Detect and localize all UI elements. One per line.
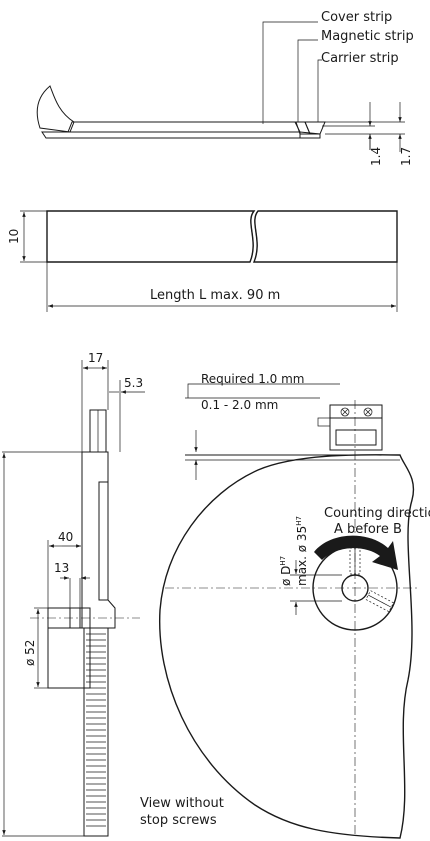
scale-teeth <box>86 633 106 827</box>
dim-17: 17 <box>88 351 103 365</box>
view-note-line-1: View without <box>140 796 224 811</box>
cover-strip-leader <box>262 21 318 124</box>
scale-ring <box>83 627 109 837</box>
carrier-strip-face <box>304 121 326 135</box>
magnet-wheel-face <box>158 454 415 839</box>
dia-max-label: max. ø 35H7 <box>295 516 309 586</box>
dim-52: ø 52 <box>23 640 37 666</box>
length-dim-label: Length L max. 90 m <box>150 288 280 303</box>
carrier-strip-label: Carrier strip <box>321 51 399 66</box>
dim-5-3: 5.3 <box>124 376 143 390</box>
thickness-dim-1-7: 1.7 <box>399 147 413 166</box>
strip-curl <box>36 85 75 133</box>
side-section-view: 17 5.3 40 13 ø 52 <box>2 351 145 837</box>
view-note-line-2: stop screws <box>140 813 217 828</box>
magnetic-strip-leader <box>297 39 318 122</box>
top-view-outline <box>46 210 256 263</box>
width-dim-10: 10 <box>7 229 21 244</box>
strip-top-view: 10 Length L max. 90 m <box>7 210 398 312</box>
counting-direction-arrow <box>314 535 398 570</box>
sensor-head <box>317 404 383 451</box>
carrier-strip-leader <box>317 59 322 122</box>
gap-required-label: Required 1.0 mm <box>201 372 305 386</box>
hub-bore <box>341 574 369 602</box>
thickness-dim-1-4: 1.4 <box>369 147 383 166</box>
counting-ab-label: A before B <box>334 522 402 537</box>
front-view: Required 1.0 mm 0.1 - 2.0 mm ø DH7 max. … <box>140 372 430 839</box>
cover-strip-face <box>67 121 301 133</box>
gap-range-label: 0.1 - 2.0 mm <box>201 398 278 412</box>
strip-base <box>41 131 301 139</box>
magnetic-strip-label: Magnetic strip <box>321 29 414 44</box>
dia-d-label: ø DH7 <box>279 556 293 586</box>
magnet-wheel-section <box>81 451 116 629</box>
dim-40: 40 <box>58 530 73 544</box>
dim-13: 13 <box>54 561 69 575</box>
cover-strip-label: Cover strip <box>321 10 392 25</box>
strip-3d-view: Cover strip Magnetic strip Carrier strip… <box>36 10 414 166</box>
counting-direction-label: Counting direction <box>324 506 430 521</box>
